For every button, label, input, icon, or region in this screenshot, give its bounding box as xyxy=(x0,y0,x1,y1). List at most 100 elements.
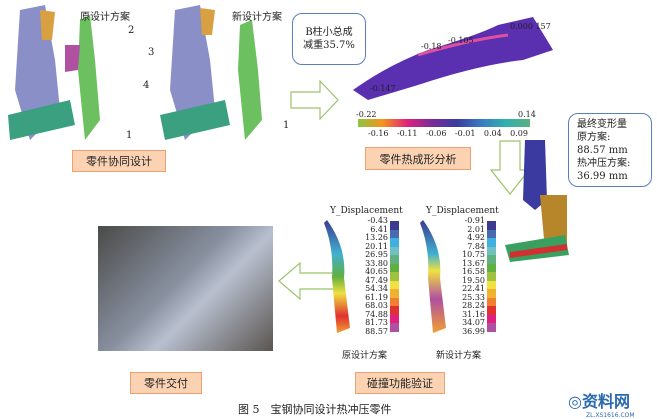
contour-value: -0.147 xyxy=(370,84,396,93)
legend-value: 88.57 xyxy=(365,326,388,336)
left-arrow-icon xyxy=(278,262,338,300)
legend-swatch xyxy=(487,255,496,264)
note-label: 原方案: xyxy=(577,132,611,143)
tick: -0.16 xyxy=(368,129,389,138)
legend-value: 40.65 xyxy=(365,267,388,276)
delivered-part-photo xyxy=(98,226,273,351)
legend-swatch xyxy=(390,255,399,264)
contour-value: -0.105 xyxy=(448,36,474,45)
right-arrow-icon xyxy=(290,80,339,120)
new-displacement-contour xyxy=(420,220,446,333)
legend-swatch xyxy=(487,221,496,230)
legend-swatch xyxy=(487,306,496,315)
legend-swatch xyxy=(390,280,399,289)
legend-swatch xyxy=(487,297,496,306)
weight-reduction-note: B柱小总成 减重35.7% xyxy=(292,13,366,65)
thermal-forming-analysis-box: 零件热成形分析 xyxy=(365,147,471,170)
legend-value: 34.07 xyxy=(462,318,485,327)
part-delivery-box: 零件交付 xyxy=(130,372,202,394)
legend-value: 81.73 xyxy=(365,318,388,327)
note-value: 88.57 mm xyxy=(577,145,628,156)
legend-value: 61.19 xyxy=(365,292,388,302)
legend-value: 68.03 xyxy=(365,301,388,310)
callout: 2 xyxy=(128,25,135,36)
callout: 4 xyxy=(143,80,150,91)
legend-swatch xyxy=(390,246,399,255)
callout: 1 xyxy=(126,130,133,141)
tick: -0.06 xyxy=(425,129,447,138)
thermal-forming-contour xyxy=(353,17,553,100)
tick: 0.04 xyxy=(483,129,502,138)
tick: 0.09 xyxy=(510,129,528,138)
note-value: 36.99 mm xyxy=(577,171,628,182)
legend-title-new: Y_Displacement xyxy=(426,206,499,216)
watermark-logo: ◎资料网 ZL.XS1616.COM xyxy=(568,392,635,419)
legend-swatch xyxy=(390,314,399,323)
legend-value: 4.92 xyxy=(467,233,485,242)
colorbar-max: 0.14 xyxy=(518,110,536,119)
deformation-note: 最终变形量 原方案: 88.57 mm 热冲压方案: 36.99 mm xyxy=(568,113,652,187)
legend-value: 26.95 xyxy=(365,250,388,259)
legend-value: -0.91 xyxy=(464,216,485,225)
legend-value: 16.58 xyxy=(462,267,485,276)
contour-value: 0.000 157 xyxy=(510,22,551,31)
legend-value: 6.41 xyxy=(370,224,388,234)
down-arrow-icon xyxy=(490,140,530,195)
legend-value: 25.33 xyxy=(462,292,485,302)
legend-value: 54.34 xyxy=(365,284,388,293)
legend-swatch xyxy=(487,246,496,255)
note-title: 最终变形量 xyxy=(577,119,627,130)
figure-caption: 图 5 宝钢协同设计热冲压零件 xyxy=(238,403,392,416)
original-design-caption: 原设计方案 xyxy=(342,351,388,361)
note-label: 热冲压方案: xyxy=(577,158,631,169)
legend-swatch xyxy=(390,229,399,238)
legend-swatch xyxy=(390,297,399,306)
legend-value: 2.01 xyxy=(467,224,485,234)
legend-value: 19.50 xyxy=(462,275,485,285)
legend-swatch xyxy=(390,238,399,247)
legend-value: 31.16 xyxy=(462,309,485,319)
legend-swatch xyxy=(487,323,496,332)
crash-assembly-illustration xyxy=(505,140,569,262)
legend-swatch xyxy=(487,238,496,247)
legend-value: 13.26 xyxy=(365,233,388,242)
crash-verification-box: 碰撞功能验证 xyxy=(355,372,445,394)
note-line: B柱小总成 xyxy=(305,27,353,38)
legend-swatch xyxy=(390,323,399,332)
legend-swatch xyxy=(487,263,496,272)
legend-swatch xyxy=(487,289,496,298)
original-design-label: 原设计方案 xyxy=(80,12,130,23)
legend-value: 28.24 xyxy=(462,301,485,310)
colorbar-min: -0.22 xyxy=(356,110,377,119)
callout: 1 xyxy=(283,120,290,131)
legend-swatch xyxy=(390,263,399,272)
legend-value: 22.41 xyxy=(462,284,485,293)
legend-swatch xyxy=(390,221,399,230)
legend-swatch xyxy=(487,272,496,281)
colorbar xyxy=(358,119,530,127)
legend-swatch xyxy=(487,314,496,323)
legend-value: -0.43 xyxy=(367,216,388,225)
legend-title-original: Y_Displacement xyxy=(330,206,403,216)
colorbar-ticks: -0.16 -0.11 -0.06 -0.01 0.04 0.09 xyxy=(368,129,528,138)
note-line: 减重35.7% xyxy=(303,40,355,51)
legend-swatch xyxy=(487,280,496,289)
legend-value: 47.49 xyxy=(365,275,388,285)
part-collaborative-design-box: 零件协同设计 xyxy=(72,150,166,172)
new-design-label: 新设计方案 xyxy=(232,12,282,23)
legend-swatch xyxy=(390,289,399,298)
tick: -0.11 xyxy=(396,129,418,138)
legend-value: 20.11 xyxy=(365,241,388,251)
contour-value: -0.18 xyxy=(421,42,442,51)
legend-value: 33.80 xyxy=(365,258,388,268)
legend-swatch xyxy=(390,306,399,315)
original-displacement-contour xyxy=(324,220,350,333)
new-design-caption: 新设计方案 xyxy=(436,351,482,361)
callout: 3 xyxy=(148,47,155,58)
legend-swatch xyxy=(487,229,496,238)
tick: -0.01 xyxy=(454,129,476,138)
legend-value: 36.99 xyxy=(462,326,485,336)
legend-value: 74.88 xyxy=(365,309,388,319)
